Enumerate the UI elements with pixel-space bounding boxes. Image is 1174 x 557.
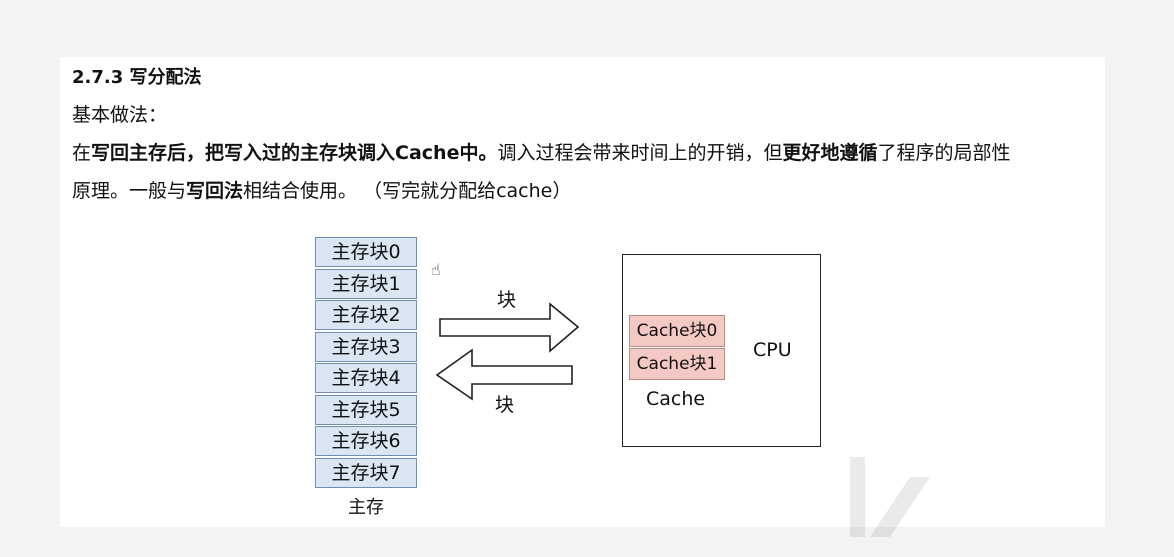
cpu-box: Cache块0 Cache块1 Cache CPU [622, 254, 821, 447]
description-line-2: 原理。一般与写回法相结合使用。 （写完就分配给cache） [72, 176, 571, 203]
document-page: 2.7.3 写分配法 基本做法： 在写回主存后，把写入过的主存块调入Cache中… [60, 57, 1105, 537]
arrow-right-label: 块 [497, 289, 517, 311]
cache-label: Cache [646, 388, 706, 410]
memory-block: 主存块6 [315, 426, 417, 456]
memory-block: 主存块1 [315, 268, 417, 299]
arrow-left-icon [435, 348, 573, 401]
watermark-shape [850, 457, 930, 537]
memory-block: 主存块7 [315, 457, 417, 488]
memory-block: 主存块4 [315, 363, 417, 393]
arrow-right-icon [439, 302, 580, 353]
memory-block: 主存块5 [315, 394, 417, 425]
text-run: 相结合使用。 （写完就分配给cache） [243, 180, 572, 202]
bold-text-run: 更好地遵循 [782, 142, 878, 164]
cache-block: Cache块0 [629, 315, 725, 347]
memory-block: 主存块3 [315, 331, 417, 362]
section-heading: 2.7.3 写分配法 [72, 67, 202, 88]
bold-text-run: 写回主存后，把写入过的主存块调入Cache中。 [91, 142, 498, 164]
main-memory-label: 主存 [348, 497, 384, 518]
basic-method-label: 基本做法： [72, 104, 168, 126]
text-run: 了程序的局部性 [877, 142, 1011, 164]
transfer-arrows [435, 302, 580, 401]
bold-text-run: 写回法 [186, 180, 244, 202]
cache-block: Cache块1 [629, 348, 725, 380]
main-memory-stack: 主存块0 主存块1 主存块2 主存块3 主存块4 主存块5 主存块6 主存块7 [315, 237, 417, 489]
text-run: 在 [72, 142, 92, 164]
text-run: 原理。一般与 [72, 180, 187, 202]
text-run: 调入过程会带来时间上的开销，但 [497, 142, 783, 164]
cpu-label: CPU [753, 339, 792, 361]
memory-block: 主存块2 [315, 300, 417, 330]
description-line-1: 在写回主存后，把写入过的主存块调入Cache中。调入过程会带来时间上的开销，但更… [72, 138, 1011, 165]
hand-cursor-icon: ☝ [431, 260, 441, 279]
memory-block: 主存块0 [315, 237, 417, 267]
arrow-left-label: 块 [495, 394, 515, 416]
